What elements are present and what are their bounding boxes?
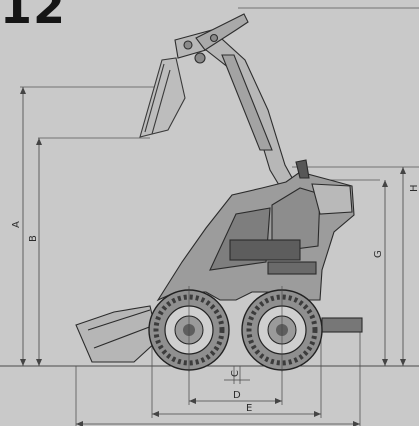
- raised-lift-arm: [174, 13, 297, 191]
- dimension-C: C: [224, 370, 250, 381]
- dimension-label-H: H: [409, 184, 419, 192]
- dimension-E: E: [152, 403, 321, 417]
- dimension-A: A: [11, 87, 26, 366]
- raised-bucket: [139, 57, 186, 138]
- dimension-label-D: D: [233, 390, 241, 401]
- dimension-label-B: B: [28, 235, 39, 242]
- dimension-B: B: [28, 138, 42, 366]
- dimension-H: H: [400, 167, 419, 366]
- dimension-F: F: [76, 421, 360, 426]
- dimension-D: D: [189, 390, 282, 404]
- chassis: [156, 159, 363, 333]
- dimension-label-C: C: [230, 370, 241, 377]
- dimension-label-E: E: [246, 403, 252, 414]
- dimension-label-G: G: [373, 250, 384, 258]
- dimension-label-A: A: [11, 221, 22, 228]
- lowered-bucket: [75, 305, 159, 363]
- model-number: 12: [0, 0, 67, 34]
- dimension-G: G: [373, 180, 388, 366]
